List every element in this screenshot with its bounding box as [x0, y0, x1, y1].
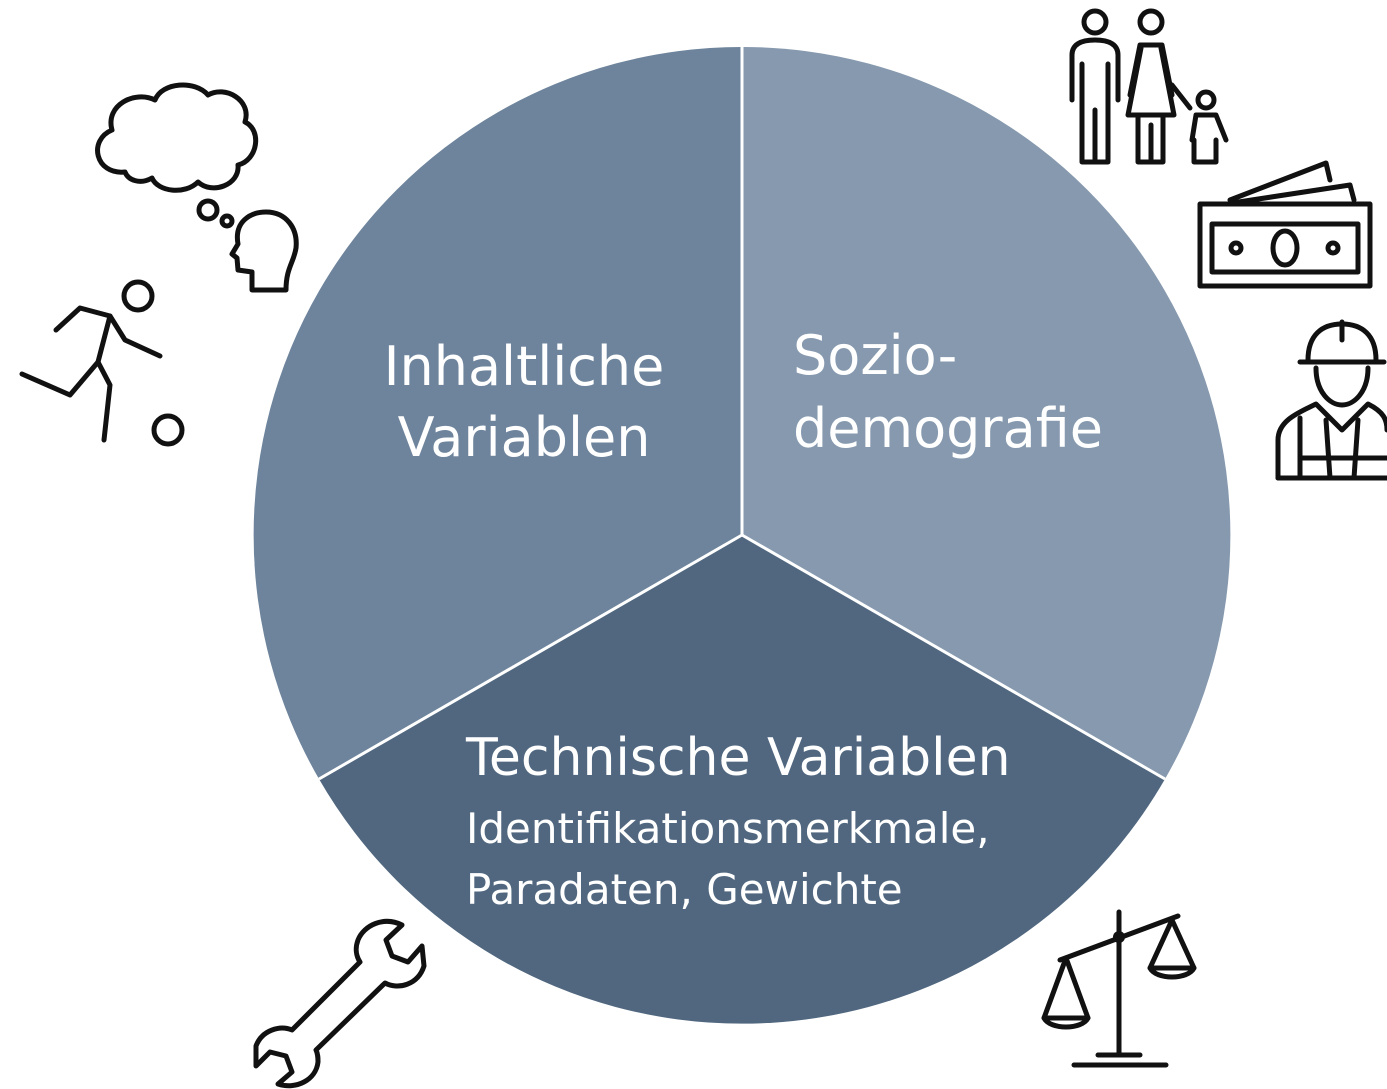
label-technische-line1: Identifikationsmerkmale, — [466, 804, 990, 853]
running-person-icon — [19, 279, 185, 447]
label-inhaltliche-line2: Variablen — [398, 406, 651, 469]
family-icon — [1069, 8, 1229, 165]
segment-inhaltliche-variablen — [253, 46, 742, 779]
label-inhaltliche-line1: Inhaltliche — [384, 335, 665, 398]
wrench-icon — [253, 918, 427, 1089]
thought-bubble-head-icon — [95, 82, 299, 293]
label-sozio-line1: Sozio- — [793, 324, 957, 387]
label-technische-line2: Paradaten, Gewichte — [466, 865, 903, 914]
label-technische-title: Technische Variablen — [465, 728, 1011, 788]
segment-soziodemografie — [742, 46, 1231, 779]
construction-worker-icon — [1275, 319, 1387, 481]
balance-scale-icon — [1041, 909, 1197, 1068]
label-sozio-line2: demografie — [793, 397, 1103, 460]
pie — [253, 46, 1231, 1024]
banknote-icon — [1197, 160, 1373, 289]
segment-dividers — [318, 47, 1166, 781]
